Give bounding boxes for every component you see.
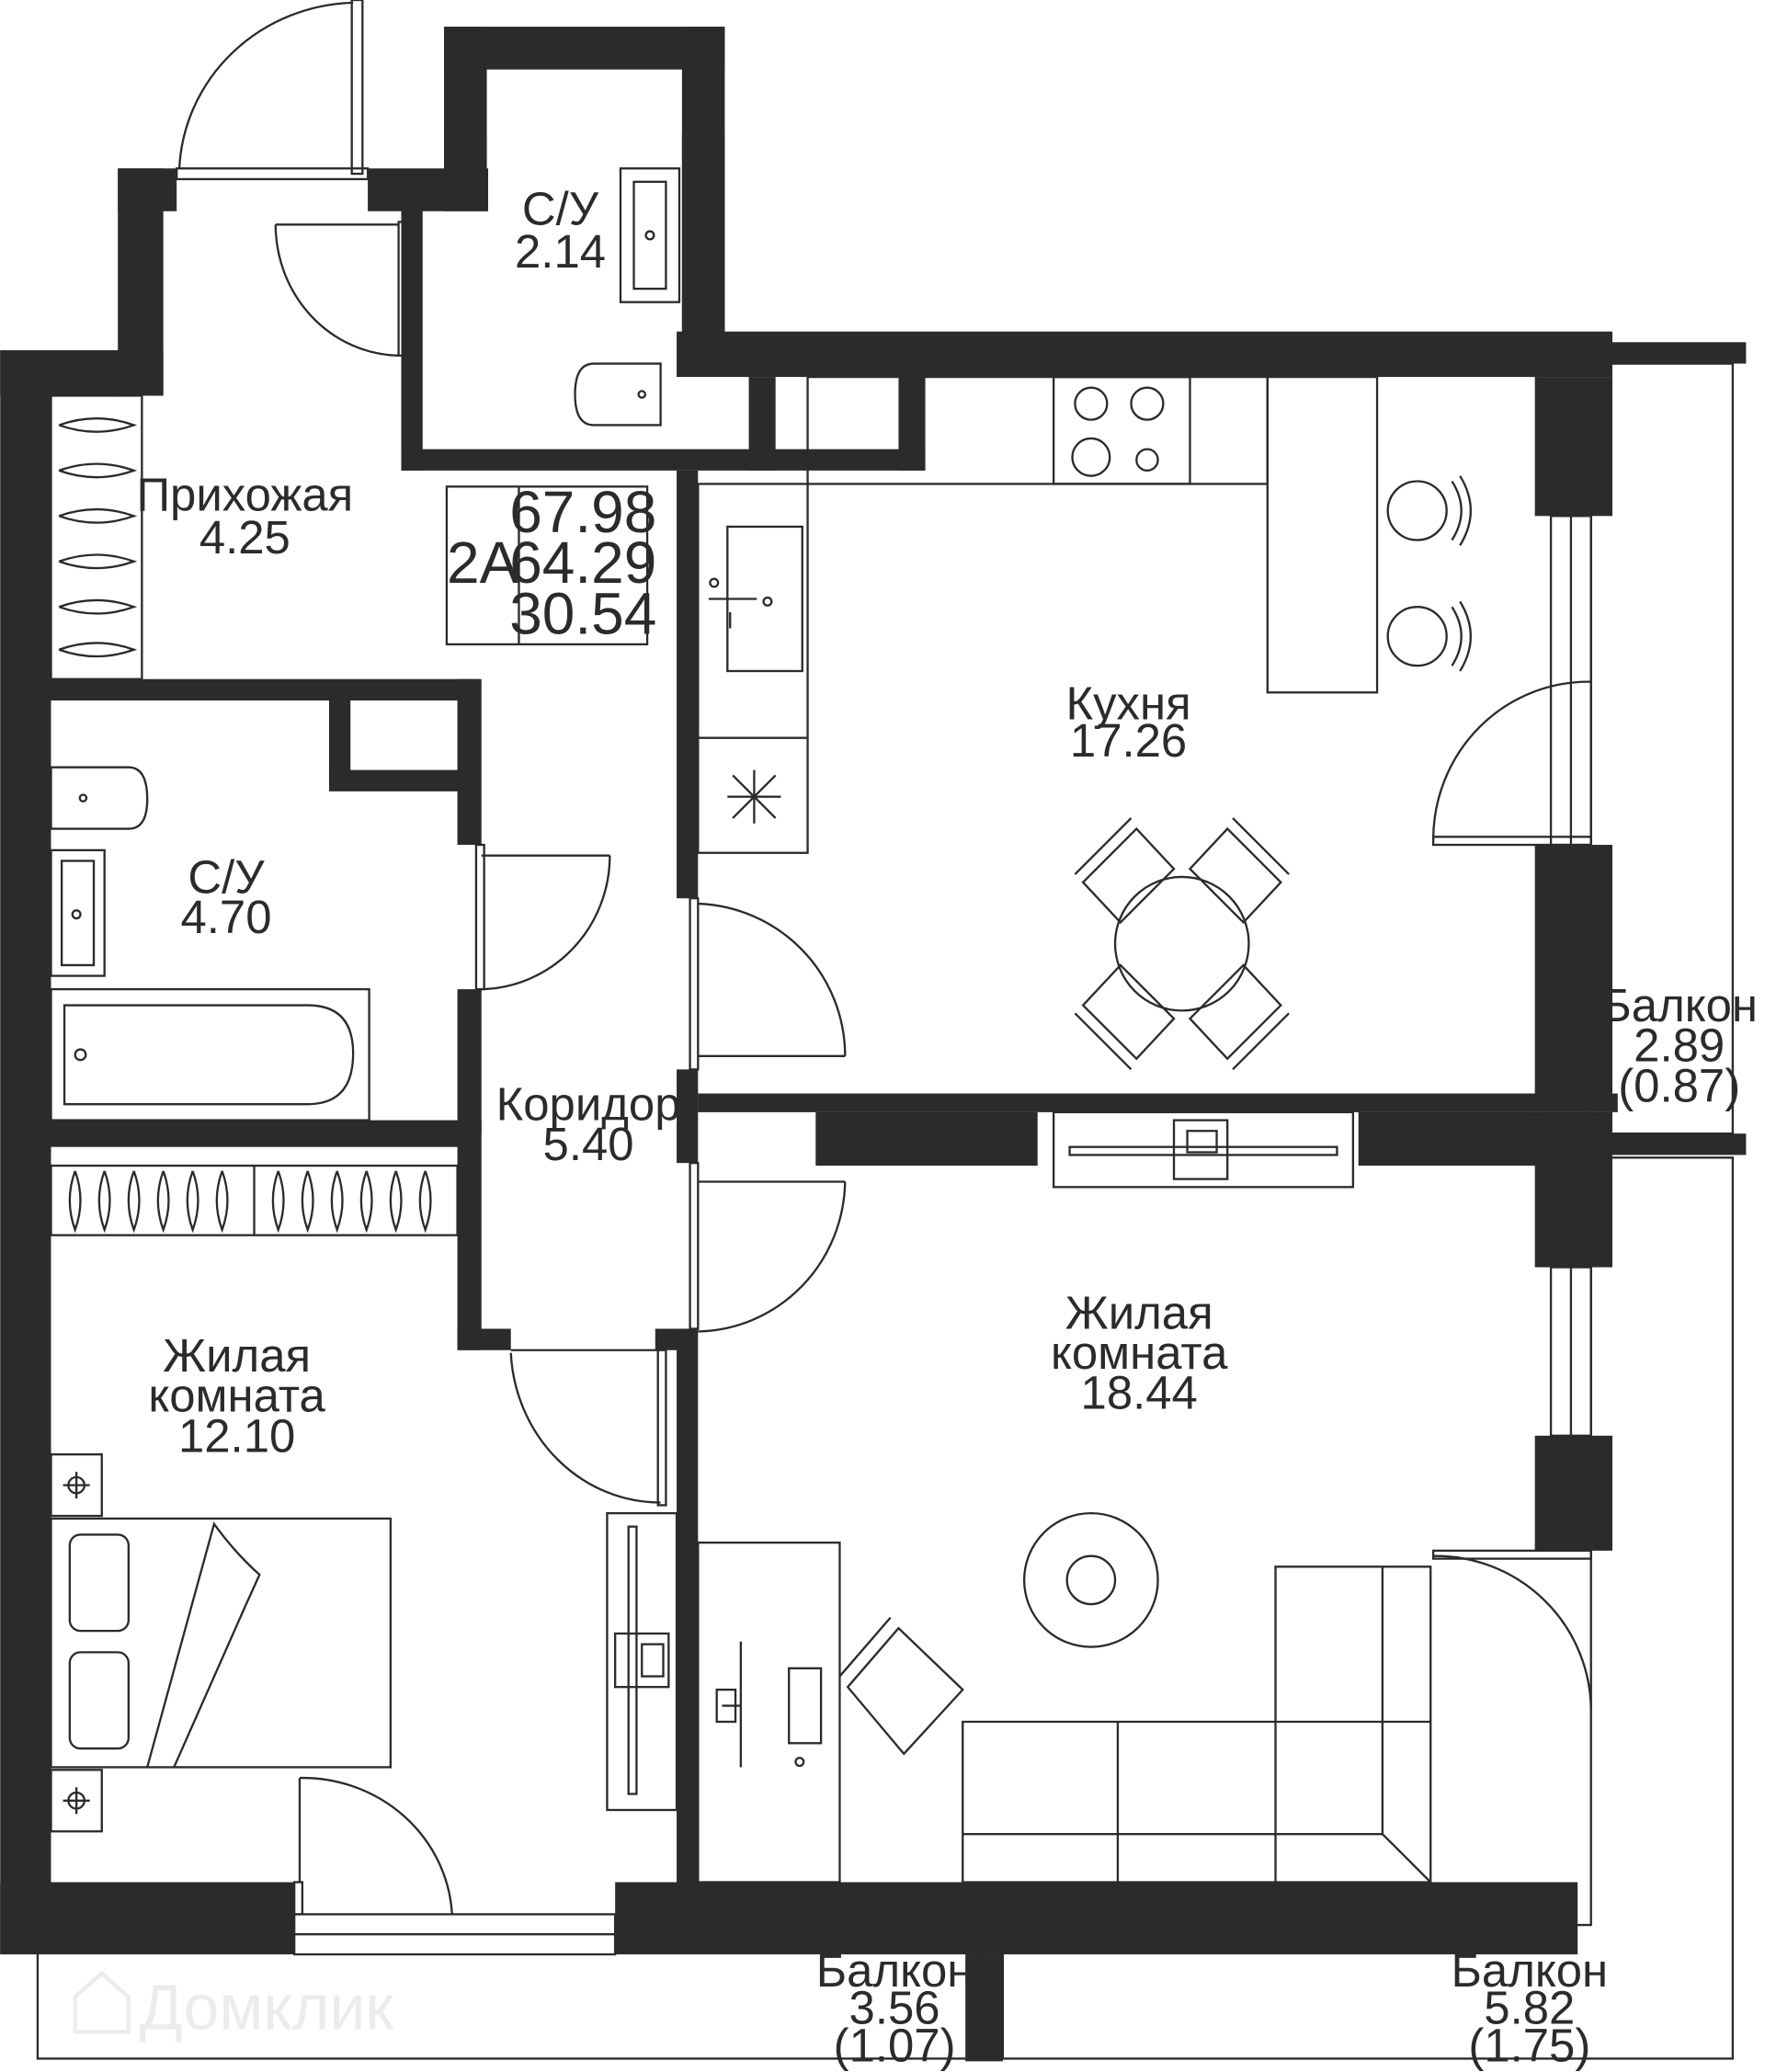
apartment-type: 2А xyxy=(447,529,519,596)
living-room-area: 18.44 xyxy=(1081,1367,1198,1419)
watermark: Домклик xyxy=(73,1970,393,2043)
total-area: 67.98 xyxy=(509,479,656,545)
wc-small-sink xyxy=(619,167,681,303)
bedroom-wardrobe xyxy=(50,1164,459,1236)
balcony-bottom-left-name: Балкон xyxy=(816,1944,974,1997)
bathroom-name: С/У xyxy=(188,850,265,903)
balcony-right-reduced: (0.87) xyxy=(1618,1059,1740,1111)
desk xyxy=(697,1541,964,1884)
bedroom-area: 12.10 xyxy=(178,1409,295,1462)
bathroom-area: 4.70 xyxy=(180,891,271,943)
hallway-area: 4.25 xyxy=(199,511,290,564)
bathroom-toilet xyxy=(50,766,149,830)
door-bedroom[interactable] xyxy=(509,1349,667,1507)
balcony-outlines xyxy=(36,362,1735,2060)
living-room-tv xyxy=(1052,1110,1355,1189)
room-labels: С/У 2.14 Прихожая 4.25 С/У 4.70 Кухня 17… xyxy=(136,182,1758,2071)
corner-sofa xyxy=(962,1565,1432,1884)
living-room-coffee-table xyxy=(1022,1511,1159,1648)
hallway-wardrobe xyxy=(50,394,143,680)
kitchen-area: 17.26 xyxy=(1070,714,1187,767)
door-balcony-bedroom[interactable] xyxy=(292,1776,453,1916)
entrance-door[interactable] xyxy=(176,0,370,181)
door-balcony-living[interactable] xyxy=(1431,1549,1592,1712)
door-living-room[interactable] xyxy=(689,1161,847,1333)
apartment-summary: 2А 67.98 64.29 30.54 xyxy=(445,479,656,646)
wc-small-name: С/У xyxy=(522,182,599,234)
bedroom-name-line2: комната xyxy=(148,1370,325,1422)
balcony-bottom-right-area: 5.82 xyxy=(1484,1982,1575,2034)
bedroom-tv xyxy=(606,1511,678,1812)
hallway-name: Прихожая xyxy=(136,469,353,521)
living-room-name-line2: комната xyxy=(1051,1326,1228,1379)
corridor-area: 5.40 xyxy=(543,1118,634,1170)
balcony-right-name: Балкон xyxy=(1600,979,1758,1031)
balcony-bottom-right-name: Балкон xyxy=(1452,1944,1609,1997)
balcony-bottom-left-area: 3.56 xyxy=(849,1982,940,2034)
door-bathroom[interactable] xyxy=(474,843,611,991)
corridor-name: Коридор xyxy=(496,1078,681,1131)
wc-small-toilet xyxy=(574,362,662,427)
furniture xyxy=(50,167,1473,1884)
balcony-right-area: 2.89 xyxy=(1634,1019,1725,1072)
kitchen-dining-table xyxy=(1074,817,1290,1071)
wc-small-area: 2.14 xyxy=(515,225,606,278)
door-balcony-right[interactable] xyxy=(1431,680,1592,847)
door-kitchen[interactable] xyxy=(689,897,847,1071)
house-icon xyxy=(73,1970,131,2034)
bedroom-name-line1: Жилая xyxy=(163,1329,311,1382)
living-area-with-balconies: 64.29 xyxy=(509,529,656,596)
living-rooms-area: 30.54 xyxy=(509,580,656,646)
balcony-bottom-right-reduced: (1.75) xyxy=(1468,2019,1590,2071)
windows xyxy=(292,515,1592,1956)
watermark-text: Домклик xyxy=(139,1971,393,2043)
bathtub xyxy=(50,987,370,1121)
double-bed xyxy=(50,1452,393,1833)
walls xyxy=(0,27,1747,2062)
kitchen-name: Кухня xyxy=(1065,677,1190,729)
doors xyxy=(176,0,1592,1916)
door-wc-small[interactable] xyxy=(274,221,408,357)
living-room-name-line1: Жилая xyxy=(1065,1286,1213,1338)
bathroom-sink xyxy=(50,848,106,977)
balcony-bottom-left-reduced: (1.07) xyxy=(834,2019,956,2071)
kitchen-counter xyxy=(697,375,1473,854)
